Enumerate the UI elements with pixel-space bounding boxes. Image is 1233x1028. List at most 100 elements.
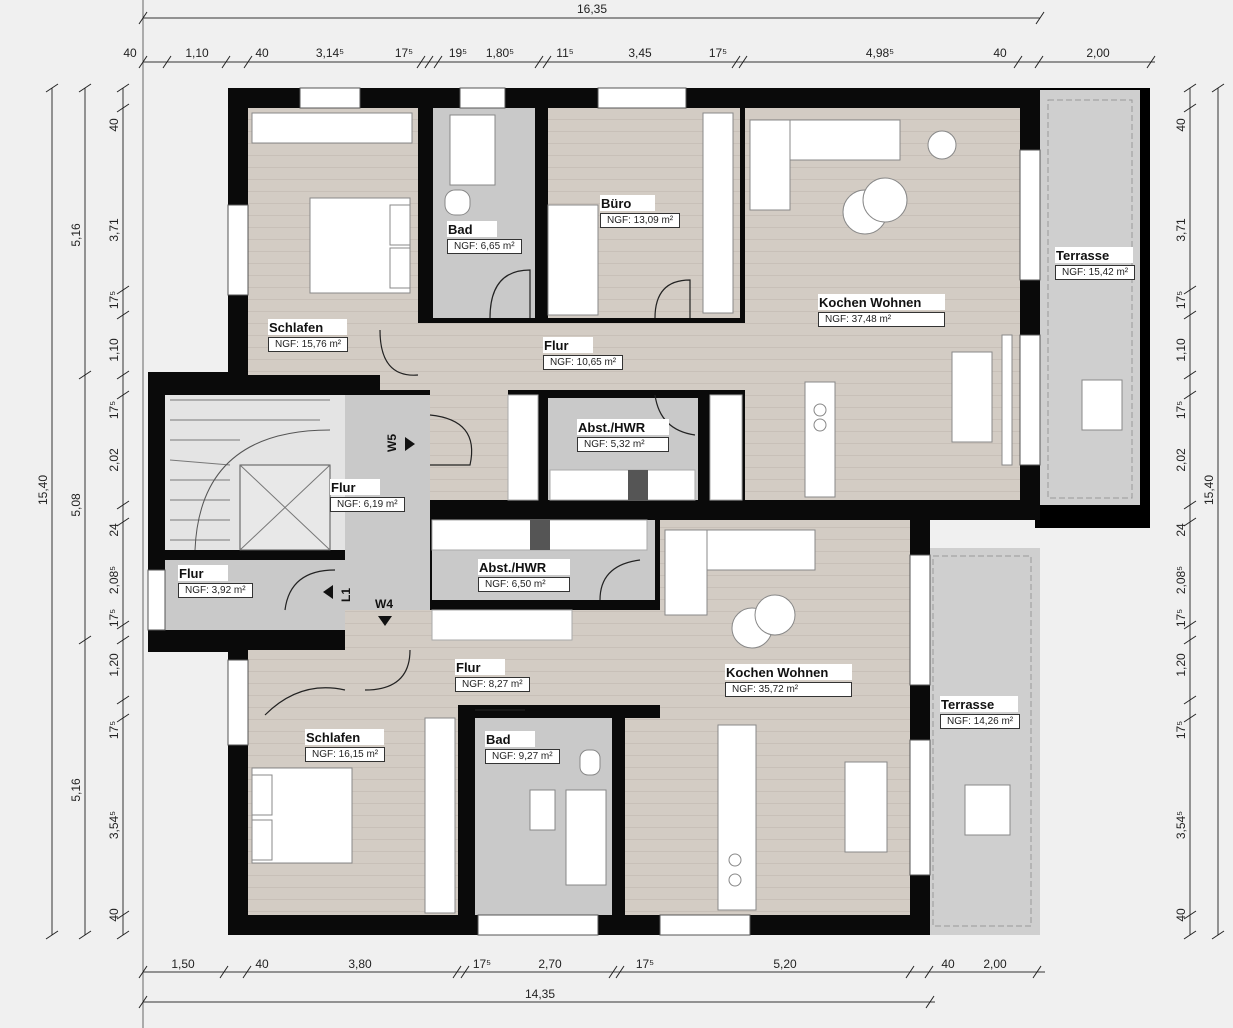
room-label: Abst./HWR NGF: 5,32 m² [577,419,670,452]
room-name: Terrasse [940,696,1019,712]
dimension-label: 15,40 [1202,475,1216,505]
dimension-label: 11⁵ [556,46,573,60]
dimension-tick [78,635,92,645]
dimension-tick [1183,620,1197,630]
dimension-tick [1183,103,1197,113]
dimension-label: 3,45 [628,46,652,60]
dimension-label: 17⁵ [1174,721,1188,739]
dimension-label: 2,08⁵ [107,566,121,594]
dimension-tick [78,370,92,380]
room-area: NGF: 8,27 m² [455,677,530,692]
dimension-tick [116,370,130,380]
dimension-tick [731,55,741,69]
dimension-tick [1183,390,1197,400]
dimension-label: 15,40 [36,475,50,505]
room-area: NGF: 37,48 m² [818,312,946,327]
dimension-tick [116,695,130,705]
dimension-tick [138,55,148,69]
room-name: Flur [543,337,593,353]
dimension-label: 17⁵ [107,609,121,627]
dimension-label: 3,71 [1174,218,1188,242]
dimension-label: 1,10 [185,46,209,60]
dimension-label: 17⁵ [107,721,121,739]
dimension-tick [608,965,618,979]
dimension-tick [1183,370,1197,380]
dimension-label: 5,16 [69,223,83,247]
dimension-tick [219,965,229,979]
dimension-tick [116,285,130,295]
dimension-tick [116,620,130,630]
dimension-label: 2,00 [983,957,1007,971]
room-area: NGF: 6,50 m² [478,577,571,592]
dimension-tick [424,55,434,69]
dimension-label: 2,70 [538,957,562,971]
dimension-label: 40 [107,908,121,922]
dimension-tick [116,83,130,93]
dimension-label: 1,80⁵ [486,46,514,60]
dimension-label: 17⁵ [636,957,654,971]
dimension-tick [433,55,443,69]
room-area: NGF: 5,32 m² [577,437,670,452]
dimension-label: 17⁵ [709,46,727,60]
dimension-tick [925,995,935,1009]
dimension-label: 3,71 [107,218,121,242]
dimension-label: 24 [1174,523,1188,537]
room-area: NGF: 35,72 m² [725,682,853,697]
room-name: Büro [600,195,656,211]
room-name: Flur [455,659,505,675]
dimension-tick [1183,517,1197,527]
dimension-tick [242,965,252,979]
dimension-tick [1035,11,1045,25]
dimension-label: 17⁵ [1174,401,1188,419]
dimension-label: 40 [123,46,137,60]
dimension-tick [138,965,148,979]
dimension-label: 1,10 [1174,338,1188,362]
dimension-label: 17⁵ [107,291,121,309]
dimension-tick [615,965,625,979]
dimension-tick [905,965,915,979]
dimension-label: 2,02 [1174,448,1188,472]
room-area: NGF: 6,19 m² [330,497,405,512]
room-name: Abst./HWR [478,559,571,575]
dimension-label: 1,50 [171,957,195,971]
dimension-label: 5,20 [773,957,797,971]
room-name: Terrasse [1055,247,1134,263]
terrace-upper [1035,88,1150,528]
staircase [169,399,331,551]
dimension-tick [116,713,130,723]
dimension-label: 1,20 [1174,653,1188,677]
dimension-tick [1183,930,1197,940]
dimension-label: 2,02 [107,448,121,472]
dimension-tick [452,965,462,979]
dimension-label: 40 [993,46,1007,60]
dimension-label: 19⁵ [449,46,467,60]
dimension-tick [243,55,253,69]
windows [147,87,1041,936]
room-area: NGF: 6,65 m² [447,239,522,254]
dimension-tick [1032,965,1042,979]
dimension-tick [1183,83,1197,93]
room-label: Abst./HWR NGF: 6,50 m² [478,559,571,592]
dimension-tick [221,55,231,69]
dimension-tick [1183,310,1197,320]
room-area: NGF: 9,27 m² [485,749,560,764]
dimension-tick [1013,55,1023,69]
dimension-tick [45,83,59,93]
dimension-tick [45,930,59,940]
room-name: Abst./HWR [577,419,670,435]
dimension-label: 5,16 [69,778,83,802]
dimension-tick [116,910,130,920]
